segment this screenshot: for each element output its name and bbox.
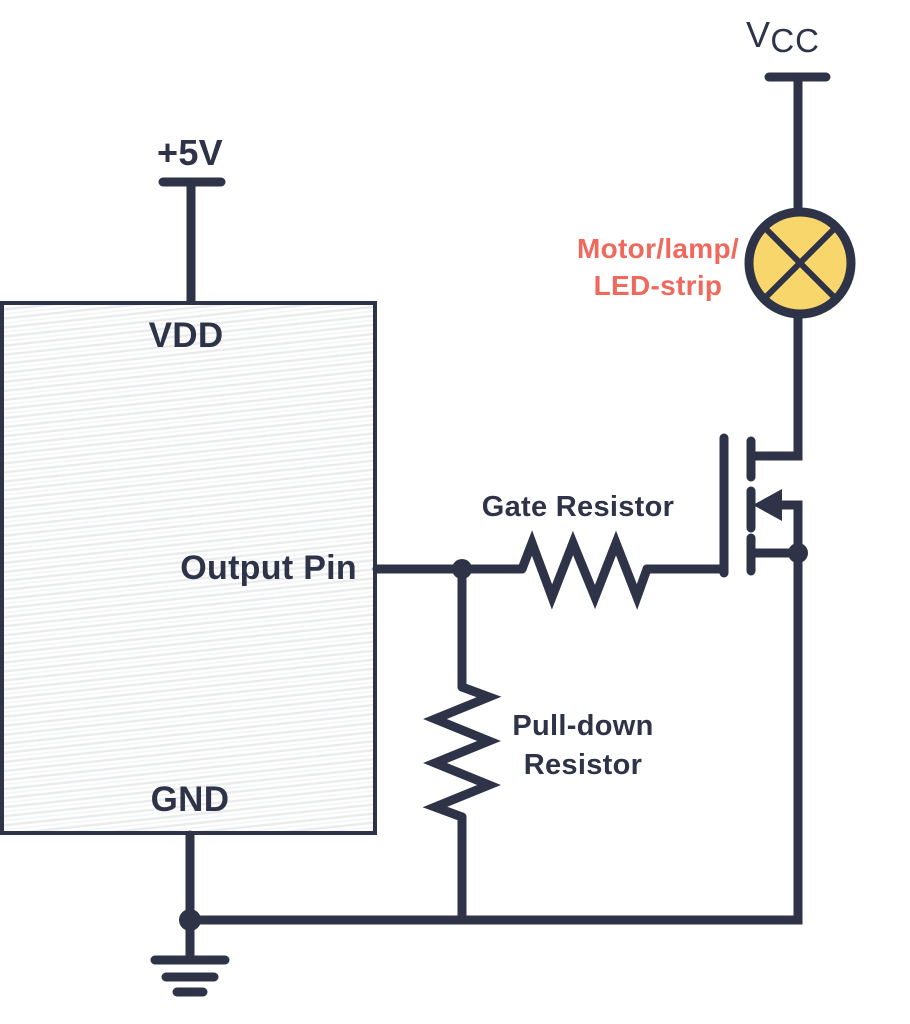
load-label-line2: LED-strip (593, 270, 723, 301)
mosfet-arrow (753, 489, 782, 521)
pulldown-resistor-label: Pull-down Resistor (483, 707, 683, 785)
gnd-pin-label: GND (150, 780, 230, 819)
load-label: Motor/lamp/ LED-strip (558, 230, 758, 304)
mosfet-drain (746, 311, 803, 461)
power-rail-vcc (764, 72, 831, 216)
ground-icon (150, 915, 230, 997)
ground-network (150, 552, 803, 997)
gate-resistor-label: Gate Resistor (481, 491, 675, 523)
pulldown-label-line1: Pull-down (512, 710, 654, 742)
vcc-v: V (746, 14, 771, 55)
supply-5v-label: +5V (157, 132, 223, 173)
mosfet-body-wire (775, 500, 803, 553)
load-label-line1: Motor/lamp/ (577, 233, 739, 264)
output-pin-label: Output Pin (180, 549, 357, 587)
pulldown-resistor-symbol (422, 571, 502, 922)
supply-vcc-label: VCC (746, 14, 820, 58)
lamp-icon (744, 207, 856, 461)
mcu-box (0, 301, 377, 835)
vcc-sub: CC (770, 22, 820, 59)
vdd-pin-label: VDD (148, 316, 224, 355)
power-rail-5v (158, 177, 226, 307)
ground-bus (185, 552, 803, 925)
pulldown-label-line2: Resistor (523, 749, 643, 781)
gate-resistor-symbol (457, 530, 726, 610)
